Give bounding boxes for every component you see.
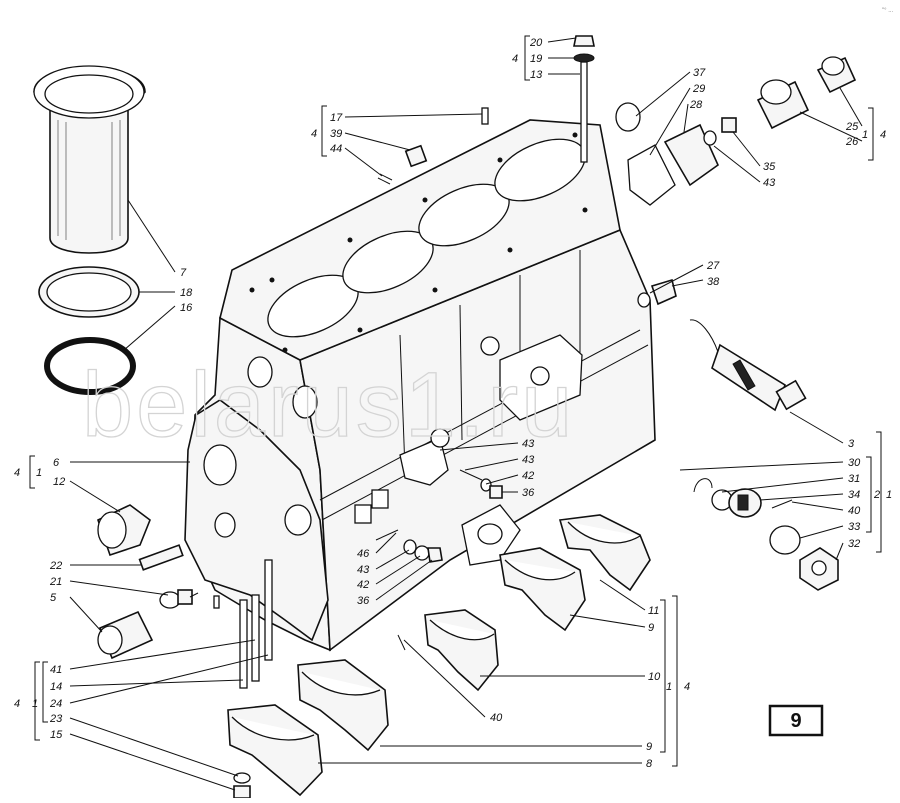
- label-43-lower: 43: [357, 564, 370, 576]
- figure-number-box: 9: [768, 704, 824, 737]
- group-label-2-right: 2: [873, 489, 880, 501]
- group-label-4-top: 4: [512, 53, 518, 65]
- cylinder-liner-part: [33, 65, 146, 254]
- group-label-1-left: 1: [32, 698, 38, 710]
- label-20: 20: [529, 37, 543, 49]
- watermark-text: belarus1.ru: [82, 354, 575, 456]
- label-21: 21: [49, 576, 62, 588]
- fitting-21-part: [159, 589, 199, 609]
- bearing-cap-9-upper-part: [499, 547, 586, 632]
- head-stud-assembly-part: [573, 35, 595, 163]
- label-33: 33: [848, 521, 861, 533]
- group-label-4-left: 4: [14, 698, 20, 710]
- pin-40-part: [397, 634, 406, 651]
- o-ring-part: [44, 337, 136, 395]
- label-17: 17: [330, 112, 343, 124]
- drain-plug-part: [637, 278, 677, 308]
- label-42-upper: 42: [522, 470, 534, 482]
- threaded-bushing-part: [377, 144, 428, 185]
- group-label-4-17: 4: [311, 128, 317, 140]
- liner-sealing-ring-part: [38, 266, 140, 318]
- label-26: 26: [845, 136, 859, 148]
- label-18: 18: [180, 287, 193, 299]
- bearing-cap-9-lower-part: [297, 659, 389, 752]
- group-label-1-top-right: 1: [862, 129, 868, 141]
- figure-number: 9: [790, 710, 801, 732]
- plug-disc-part: [615, 102, 641, 132]
- bushing-26-part: [756, 79, 810, 130]
- label-9-upper: 9: [648, 622, 654, 634]
- cover-bolt-part: [703, 117, 737, 146]
- pin-small-part: [213, 595, 220, 609]
- label-10: 10: [648, 671, 661, 683]
- label-36-lower: 36: [357, 595, 370, 607]
- heater-assembly-part: [689, 319, 807, 412]
- label-28: 28: [689, 99, 703, 111]
- label-38: 38: [707, 276, 720, 288]
- label-12: 12: [53, 476, 65, 488]
- label-11: 11: [648, 605, 659, 617]
- label-27: 27: [706, 260, 720, 272]
- group-label-1-bottom: 1: [666, 681, 672, 693]
- label-13: 13: [530, 69, 543, 81]
- bearing-cap-8-part: [227, 704, 323, 797]
- label-40-right: 40: [848, 505, 861, 517]
- label-40-bottom: 40: [490, 712, 503, 724]
- corner-mark: "° ...: [882, 8, 894, 14]
- label-43-upper-1: 43: [522, 438, 535, 450]
- sensor-5-part: [97, 610, 154, 660]
- label-24: 24: [49, 698, 62, 710]
- long-studs-part: [239, 559, 273, 689]
- pin-22-part: [138, 544, 184, 571]
- label-6: 6: [53, 457, 60, 469]
- label-44: 44: [330, 143, 342, 155]
- cover-gasket-part: [627, 144, 676, 206]
- label-8: 8: [646, 758, 653, 770]
- label-14: 14: [50, 681, 62, 693]
- label-35: 35: [763, 161, 776, 173]
- label-7: 7: [180, 267, 187, 279]
- label-43-upper-2: 43: [522, 454, 535, 466]
- label-46: 46: [357, 548, 370, 560]
- label-31: 31: [848, 473, 860, 485]
- label-34: 34: [848, 489, 860, 501]
- label-9-lower: 9: [646, 741, 652, 753]
- label-30: 30: [848, 457, 861, 469]
- label-37: 37: [693, 67, 706, 79]
- label-43-right: 43: [763, 177, 776, 189]
- sleeve-12-part: [97, 504, 151, 557]
- label-22: 22: [49, 560, 62, 572]
- leader-lines: [69, 37, 863, 791]
- grouping-braces: [29, 35, 882, 767]
- group-label-4-top-right: 4: [880, 129, 886, 141]
- label-16: 16: [180, 302, 193, 314]
- label-3: 3: [848, 438, 855, 450]
- bearing-cap-10-part: [424, 609, 499, 692]
- group-label-1-right: 1: [886, 489, 892, 501]
- front-gasket-part: [184, 399, 329, 642]
- valve-assembly-part: [693, 478, 839, 591]
- part-labels: 20 19 13 4 37 29 28 35 43 25 26 1 4 17 3…: [14, 37, 892, 770]
- bearing-cap-11-part: [558, 514, 651, 592]
- group-label-1-6: 1: [36, 467, 42, 479]
- label-42-lower: 42: [357, 579, 369, 591]
- label-32: 32: [848, 538, 860, 550]
- group-label-4-6: 4: [14, 467, 20, 479]
- bushing-25-part: [816, 56, 857, 94]
- label-39: 39: [330, 128, 342, 140]
- label-19: 19: [530, 53, 542, 65]
- dowel-pin-part: [481, 107, 489, 125]
- label-41: 41: [50, 664, 62, 676]
- label-23: 23: [49, 713, 63, 725]
- bolt-washer-set-upper-part: [459, 469, 503, 499]
- washer-nut-bottom-part: [233, 772, 251, 799]
- label-25: 25: [845, 121, 859, 133]
- label-5: 5: [50, 592, 57, 604]
- label-15: 15: [50, 729, 63, 741]
- label-36-upper: 36: [522, 487, 535, 499]
- group-label-4-bottom: 4: [684, 681, 690, 693]
- label-29: 29: [692, 83, 705, 95]
